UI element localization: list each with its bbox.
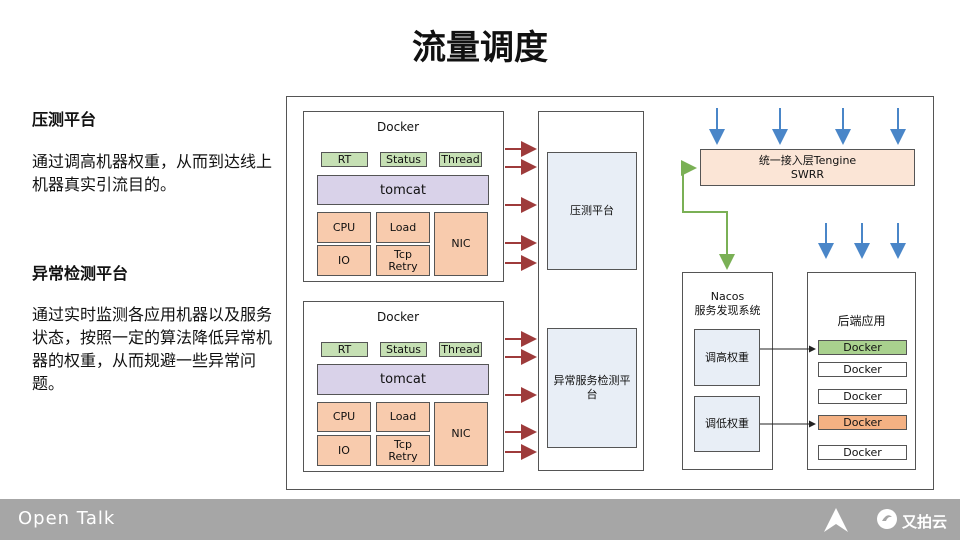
metric-status-2: Status [380, 342, 427, 357]
nic-2: NIC [434, 402, 488, 466]
page-title: 流量调度 [412, 28, 548, 68]
docker-label-2: Docker [376, 310, 420, 324]
blue-arrows [709, 108, 906, 259]
green-to-gateway [681, 160, 728, 268]
raise-weight: 调高权重 [694, 329, 760, 386]
nacos-line-1: Nacos [710, 290, 745, 303]
backend-docker-2: Docker [818, 362, 907, 377]
io-2: IO [317, 435, 371, 466]
footer-brand: Open Talk [18, 508, 116, 529]
tomcat-1: tomcat [317, 175, 489, 205]
metric-status-1: Status [380, 152, 427, 167]
metric-thread-1: Thread [439, 152, 482, 167]
upyun-logo-icon [876, 508, 898, 530]
metric-rt-2: RT [321, 342, 368, 357]
tomcat-2: tomcat [317, 364, 489, 395]
docker-label-1: Docker [376, 120, 420, 134]
diagram-frame [286, 96, 934, 490]
black-arrows [760, 345, 816, 428]
footer-bar [0, 499, 960, 540]
metric-thread-2: Thread [439, 342, 482, 357]
backend-docker-3: Docker [818, 389, 907, 404]
gateway-line-1: 统一接入层Tengine [758, 154, 857, 167]
load-2: Load [376, 402, 430, 432]
nacos-title: Nacos 服务发现系统 [682, 290, 773, 318]
gateway-line-2: SWRR [790, 168, 825, 181]
section-heading-anomaly: 异常检测平台 [32, 264, 129, 283]
load-1: Load [376, 212, 430, 243]
backend-docker-1: Docker [818, 340, 907, 355]
backend-title: 后端应用 [837, 314, 886, 328]
green-connector [681, 160, 735, 270]
tcp-retry-2: Tcp Retry [376, 435, 430, 466]
section-text-anomaly: 通过实时监测各应用机器以及服务状态，按照一定的算法降低异常机器的权重，从而规避一… [32, 305, 273, 393]
backend-docker-4: Docker [818, 415, 907, 430]
io-1: IO [317, 245, 371, 276]
lower-weight: 调低权重 [694, 396, 760, 452]
metric-rt-1: RT [321, 152, 368, 167]
gateway-box: 统一接入层Tengine SWRR [700, 149, 915, 186]
cpu-1: CPU [317, 212, 371, 243]
section-text-stress: 通过调高机器权重，从而到达线上机器真实引流目的。 [32, 152, 273, 194]
backend-docker-5: Docker [818, 445, 907, 460]
footer-cloud: 又拍云 [902, 513, 948, 531]
apisix-logo-icon [822, 506, 850, 534]
tcp-retry-1: Tcp Retry [376, 245, 430, 276]
nic-1: NIC [434, 212, 488, 276]
section-heading-stress: 压测平台 [32, 110, 97, 129]
cpu-2: CPU [317, 402, 371, 432]
anomaly-detection-platform: 异常服务检测平台 [547, 328, 637, 448]
stress-test-platform: 压测平台 [547, 152, 637, 270]
red-arrows [505, 141, 537, 460]
nacos-line-2: 服务发现系统 [694, 304, 761, 317]
